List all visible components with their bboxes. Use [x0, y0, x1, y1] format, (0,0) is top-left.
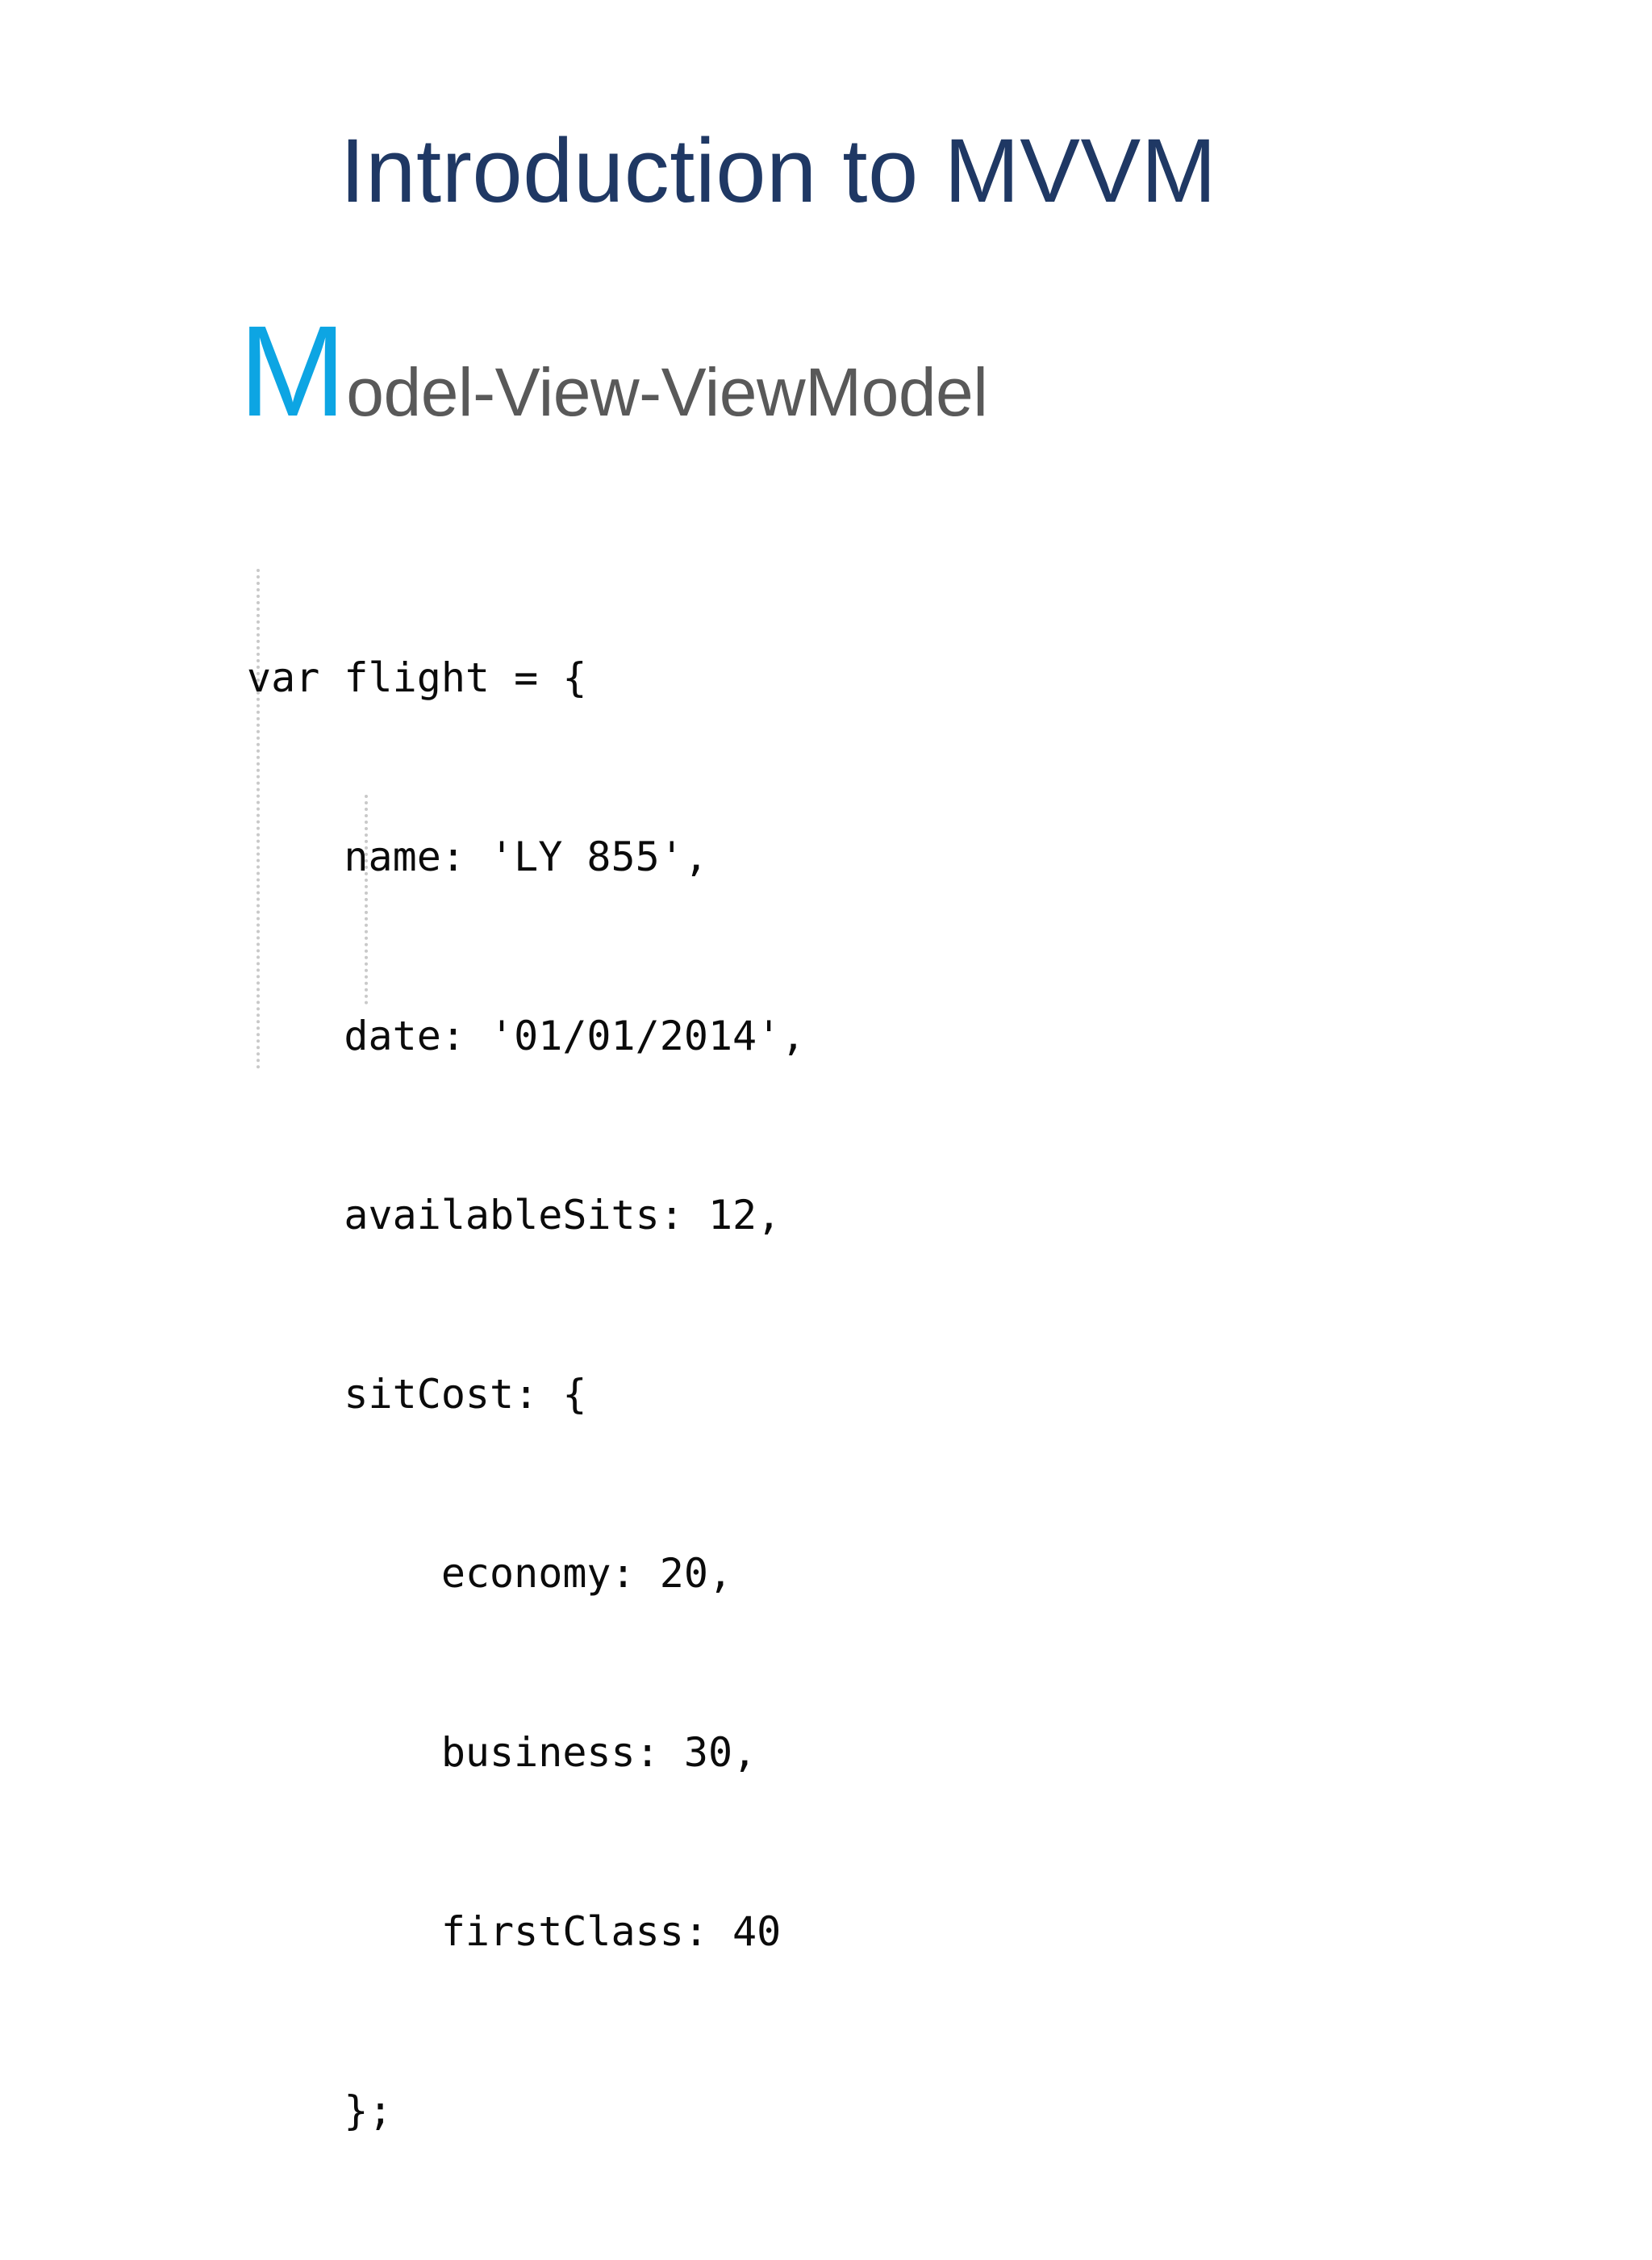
indent-guide-inner — [365, 795, 368, 1005]
code-line: sitCost: { — [247, 1371, 587, 1418]
indent-guide-outer — [257, 569, 260, 1069]
code-line: var flight = { — [247, 654, 587, 701]
code-line: date: '01/01/2014', — [247, 1013, 806, 1059]
code-snippet: var flight = { name: 'LY 855', date: '01… — [247, 528, 805, 2260]
page-title: Introduction to MVVM — [340, 120, 1217, 221]
subtitle-remainder-text: odel-View-ViewModel — [346, 354, 988, 430]
code-line: economy: 20, — [247, 1550, 733, 1597]
code-line: }; — [247, 2087, 393, 2134]
slide-subtitle: M odel-View-ViewModel — [239, 299, 988, 443]
slide-canvas: Introduction to MVVM M odel-View-ViewMod… — [239, 120, 1217, 2134]
code-line: firstClass: 40 — [247, 1908, 782, 1955]
code-line: business: 30, — [247, 1729, 757, 1776]
subtitle-dropcap-letter: M — [239, 299, 346, 443]
code-line: name: 'LY 855', — [247, 833, 708, 880]
code-line: availableSits: 12, — [247, 1192, 782, 1239]
